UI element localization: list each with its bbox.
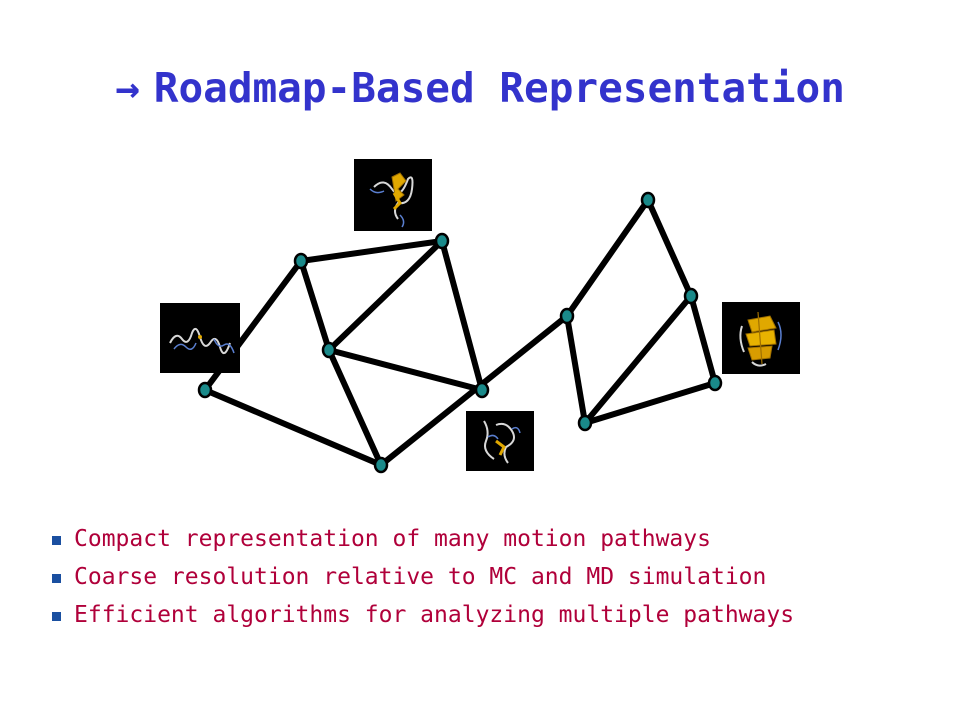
- roadmap-edge: [378, 313, 570, 468]
- bullet-item: Efficient algorithms for analyzing multi…: [52, 596, 794, 634]
- roadmap-node: [683, 287, 699, 305]
- roadmap-edge: [582, 293, 694, 426]
- roadmap-node: [434, 232, 450, 250]
- bullet-text: Coarse resolution relative to MC and MD …: [74, 564, 767, 590]
- roadmap-edge: [645, 197, 694, 299]
- slide-title: → Roadmap-Based Representation: [0, 64, 960, 112]
- roadmap-edge: [298, 258, 332, 353]
- roadmap-edge: [564, 313, 588, 426]
- roadmap-node: [197, 381, 213, 399]
- roadmap-node: [640, 191, 656, 209]
- bullet-item: Coarse resolution relative to MC and MD …: [52, 558, 794, 596]
- title-text: Roadmap-Based Representation: [153, 64, 845, 112]
- right-arrow-icon: →: [115, 64, 140, 112]
- bullet-text: Efficient algorithms for analyzing multi…: [74, 602, 795, 628]
- roadmap-edge: [582, 380, 718, 426]
- square-bullet-icon: [52, 535, 61, 545]
- roadmap-node: [321, 341, 337, 359]
- unfolded-protein-icon: [160, 303, 240, 373]
- bullet-text: Compact representation of many motion pa…: [74, 526, 711, 552]
- bullet-item: Compact representation of many motion pa…: [52, 520, 794, 558]
- roadmap-node: [707, 374, 723, 392]
- square-bullet-icon: [52, 573, 61, 583]
- roadmap-edge: [564, 197, 651, 319]
- roadmap-edge: [298, 238, 445, 264]
- roadmap-edge: [326, 347, 384, 468]
- roadmap-node: [474, 381, 490, 399]
- partially-folded-protein-icon: [354, 159, 432, 231]
- folded-protein-icon: [722, 302, 800, 374]
- roadmap-edges: [202, 197, 718, 468]
- roadmap-node: [559, 307, 575, 325]
- roadmap-node: [373, 456, 389, 474]
- roadmap-edge: [688, 293, 718, 386]
- roadmap-node: [577, 414, 593, 432]
- roadmap-edge: [326, 238, 445, 353]
- square-bullet-icon: [52, 611, 61, 621]
- roadmap-edge: [202, 387, 384, 468]
- bullet-list: Compact representation of many motion pa…: [52, 520, 794, 634]
- roadmap-edge: [326, 347, 485, 393]
- roadmap-node: [293, 252, 309, 270]
- roadmap-nodes: [197, 191, 723, 474]
- roadmap-edge: [439, 238, 485, 393]
- intermediate-protein-icon: [466, 411, 534, 471]
